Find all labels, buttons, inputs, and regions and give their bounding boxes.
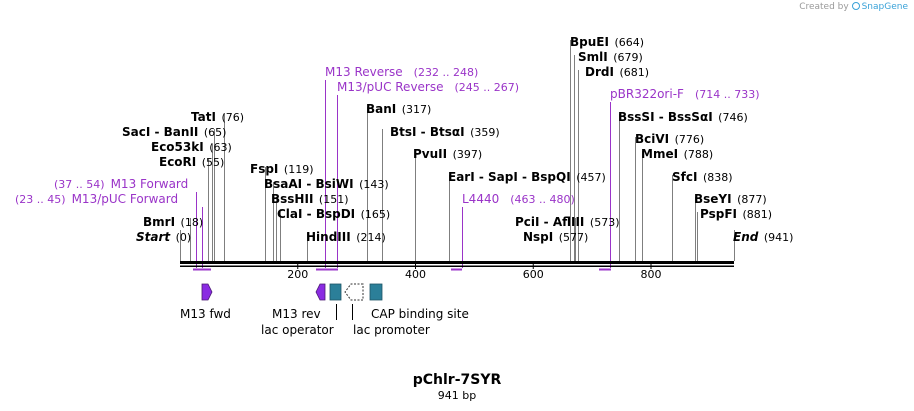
site-label-bsshii: BssHII (151) (271, 192, 349, 206)
site-label-fspi: FspI (119) (250, 162, 314, 176)
snapgene-logo-icon (851, 2, 860, 10)
features: M13 fwd M13 rev lac operator lac promoter CA… (180, 283, 469, 337)
site-label-hindiii: HindIII (214) (306, 230, 386, 244)
site-label-bpuei: BpuEI (664) (570, 35, 644, 49)
primer-label-m13-puc-reverse: M13/pUC Reverse (245 .. 267) (337, 80, 519, 94)
primer-label-m13-forward: (37 .. 54) M13 Forward (54, 177, 188, 191)
credit-brand: SnapGene (861, 2, 908, 12)
tick-label-400: 400 (405, 268, 426, 281)
primer-label-pbr322ori-f: pBR322ori-F (714 .. 733) (610, 87, 760, 101)
site-label-saci-banii: SacI - BanII (65) (122, 125, 226, 139)
lac-operator-box-icon (329, 283, 342, 301)
snapgene-credit: Created by SnapGene (799, 2, 908, 12)
site-label-bani: BanI (317) (366, 102, 431, 116)
site-label-tati: TatI (76) (191, 110, 244, 124)
site-label-end: End (941) (733, 230, 793, 244)
primer-bar-m13-puc-forward (193, 268, 211, 271)
site-label-ecori: EcoRI (55) (159, 155, 224, 169)
feature-label-cap-binding-site: CAP binding site (371, 307, 469, 321)
site-label-clai-bspdi: ClaI - BspDI (165) (277, 207, 390, 221)
site-label-eco53ki: Eco53kI (63) (151, 140, 232, 154)
m13-fwd-arrow-icon (201, 283, 213, 301)
backbone (180, 261, 734, 267)
scale-ticks: 200 400 600 800 (287, 264, 661, 281)
site-label-bmri: BmrI (18) (143, 215, 203, 229)
site-label-bseyi: BseYI (877) (694, 192, 767, 206)
site-label-btsi-bts-i: BtsI - BtsαI (359) (390, 125, 500, 139)
primer-label-m13-puc-forward: (23 .. 45) M13/pUC Forward (15, 192, 178, 206)
lac-promoter-arrow-icon (344, 283, 364, 301)
site-label-pvuii: PvuII (397) (413, 147, 482, 161)
backbone-bar-lower (180, 265, 734, 267)
site-label-start: Start (0) (136, 230, 191, 244)
site-labels: Start (0)BmrI (18) EcoRI (55)Eco53kI (63)… (15, 35, 793, 244)
site-label-bcivi: BciVI (776) (635, 132, 704, 146)
credit-prefix: Created by (799, 2, 849, 12)
site-label-sfci: SfcI (838) (672, 170, 733, 184)
tick-label-800: 800 (640, 268, 661, 281)
map-title-block: pChlr-7SYR 941 bp (0, 371, 914, 403)
primer-bars (193, 268, 611, 271)
feature-label-lac-operator: lac operator (261, 323, 334, 337)
site-label-pspfi: PspFI (881) (700, 207, 772, 221)
site-label-mmei: MmeI (788) (641, 147, 713, 161)
site-lines (180, 40, 735, 268)
tick-label-200: 200 (287, 268, 308, 281)
map-length: 941 bp (437, 389, 477, 402)
feature-label-m13-fwd: M13 fwd (180, 307, 231, 321)
feature-label-m13-rev: M13 rev (272, 307, 321, 321)
backbone-bar (180, 261, 734, 264)
primer-label-m13-reverse: M13 Reverse (232 .. 248) (325, 65, 478, 79)
site-label-eari-sapi-bspqi: EarI - SapI - BspQI (457) (448, 170, 606, 184)
site-label-pcii-afliii: PciI - AflIII (573) (515, 215, 620, 229)
primer-bar-pbr322ori-f (599, 268, 611, 271)
site-label-nspi: NspI (577) (523, 230, 588, 244)
tick-label-600: 600 (523, 268, 544, 281)
primer-bar-m13-puc-reverse (322, 268, 338, 271)
site-label-bsaai-bsiwi: BsaAI - BsiWI (143) (264, 177, 389, 191)
site-label-bsssi-bsss-i: BssSI - BssSαI (746) (618, 110, 748, 124)
map-title: pChlr-7SYR (412, 372, 502, 388)
site-label-drdi: DrdI (681) (585, 65, 649, 79)
m13-rev-arrow-icon (315, 283, 326, 301)
feature-label-lac-promoter: lac promoter (353, 323, 430, 337)
cap-binding-site-box-icon (369, 283, 383, 301)
primer-bar-l4440 (451, 268, 462, 271)
primer-label-l4440: L4440 (463 .. 480) (462, 192, 575, 206)
site-label-smli: SmlI (679) (578, 50, 643, 64)
